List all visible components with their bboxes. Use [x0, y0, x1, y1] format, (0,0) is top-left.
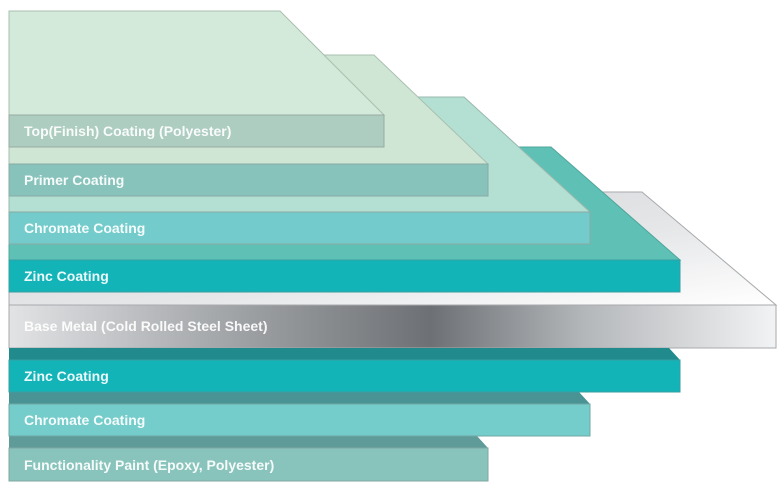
base-metal-label: Base Metal (Cold Rolled Steel Sheet) [24, 318, 268, 334]
top-finish-label: Top(Finish) Coating (Polyester) [24, 123, 231, 139]
functionality-paint-back [9, 436, 488, 448]
lower-chromate-layer: Chromate Coating [8, 392, 591, 437]
primer-front [8, 163, 489, 197]
upper-zinc-front [8, 259, 681, 293]
top-finish-front [8, 114, 385, 148]
lower-zinc-layer: Zinc Coating [8, 348, 681, 393]
base-metal-front [8, 304, 777, 349]
lower-zinc-back [9, 348, 680, 360]
upper-zinc-label: Zinc Coating [24, 268, 109, 284]
lower-chromate-back [9, 392, 590, 404]
lower-zinc-label: Zinc Coating [24, 368, 109, 384]
top-finish-top-face [8, 10, 386, 116]
functionality-paint-layer: Functionality Paint (Epoxy, Polyester) [8, 436, 489, 482]
functionality-paint-label: Functionality Paint (Epoxy, Polyester) [24, 457, 274, 473]
primer-label: Primer Coating [24, 172, 124, 188]
upper-chromate-front [8, 211, 591, 245]
lower-zinc-front [8, 359, 681, 393]
lower-chromate-front [8, 403, 591, 437]
lower-chromate-label: Chromate Coating [24, 412, 145, 428]
top-finish-layer: Top(Finish) Coating (Polyester) [8, 10, 386, 148]
upper-chromate-label: Chromate Coating [24, 220, 145, 236]
functionality-paint-front [8, 447, 489, 482]
